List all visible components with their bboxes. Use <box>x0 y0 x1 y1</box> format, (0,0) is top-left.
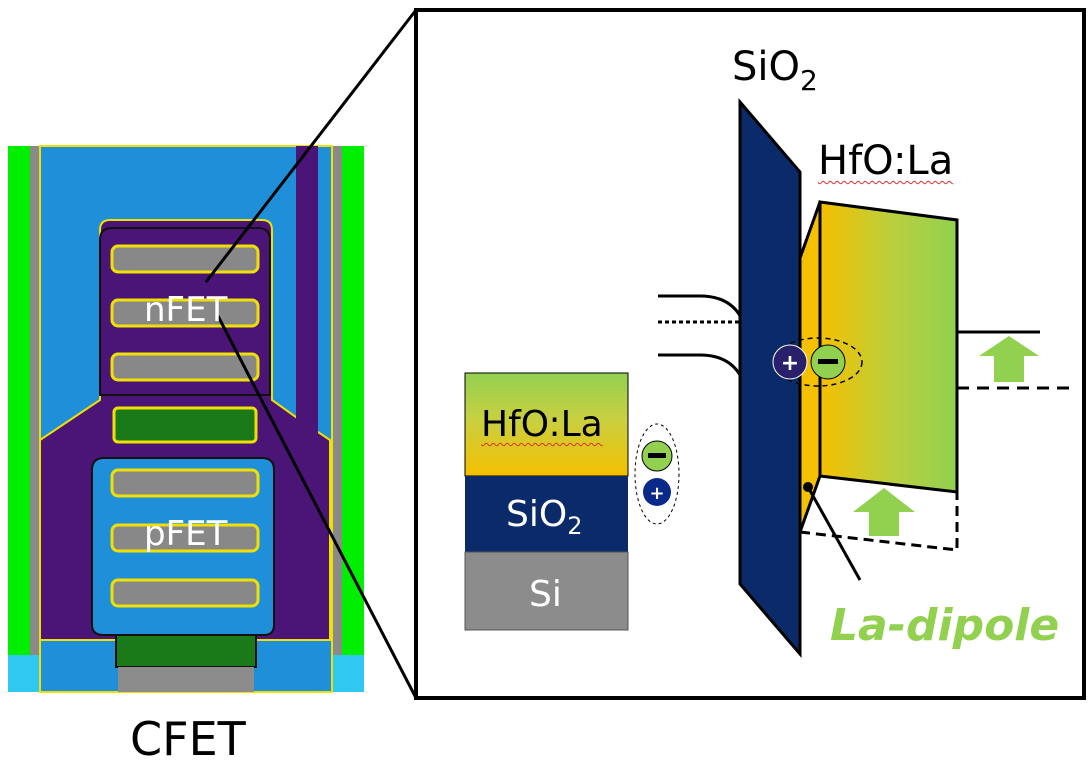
stack-sio2-label: SiO2 <box>506 494 582 540</box>
dipole-pointer-line <box>806 486 862 581</box>
stack-si-layer <box>464 551 629 631</box>
zoom-line-bottom <box>216 315 418 699</box>
nfet-channel-1 <box>110 244 260 274</box>
stack-hfo-la-layer <box>464 372 629 477</box>
cfet-cross-section <box>8 145 364 693</box>
la-dipole-label: La-dipole <box>830 600 1060 651</box>
interface-dipole-plus-icon <box>772 344 808 380</box>
sio2-label-sub: 2 <box>800 64 818 97</box>
right-gray-strip <box>332 146 342 692</box>
left-gray-strip <box>30 146 40 692</box>
hfo-la-label: HfO:La <box>818 138 954 184</box>
sio2-label-base: SiO <box>732 44 800 90</box>
pfet-channel-3 <box>110 578 260 608</box>
cfet-caption: CFET <box>130 712 246 766</box>
legend-dipole-outline <box>634 423 680 525</box>
sio2-label: SiO2 <box>732 44 818 97</box>
nfet-label: nFET <box>144 290 228 330</box>
interface-dipole-minus-bar <box>818 359 838 364</box>
stack-sio2-layer <box>465 476 628 552</box>
legend-dipole-minus-bar <box>648 453 666 458</box>
substrate <box>118 667 254 692</box>
hfo-la-dashed-edge <box>799 492 959 552</box>
bottom-gate <box>115 634 257 668</box>
stack-sio2-label-base: SiO <box>506 494 568 535</box>
sio2-slab <box>738 97 802 659</box>
stack-sio2-label-sub: 2 <box>567 512 583 540</box>
stack-hfo-la-label: HfO:La <box>481 404 603 445</box>
up-arrow-bottom-icon <box>853 488 915 536</box>
up-arrow-right-icon <box>979 336 1039 382</box>
interface-dipole-plus: + <box>781 351 799 376</box>
pfet-channel-2 <box>110 523 260 553</box>
isolation-gate <box>112 406 258 444</box>
pfet-label: pFET <box>144 514 228 554</box>
stack-si-label: Si <box>529 574 562 615</box>
legend-dipole-plus-icon <box>643 478 671 506</box>
legend-dipole-plus: + <box>649 483 664 504</box>
layer-stack <box>464 372 629 631</box>
purple-column <box>296 146 318 446</box>
hfo-la-front <box>818 200 959 494</box>
pfet-channel-1 <box>110 468 260 498</box>
zoom-line-top <box>204 9 418 283</box>
nfet-channel-3 <box>110 352 260 382</box>
